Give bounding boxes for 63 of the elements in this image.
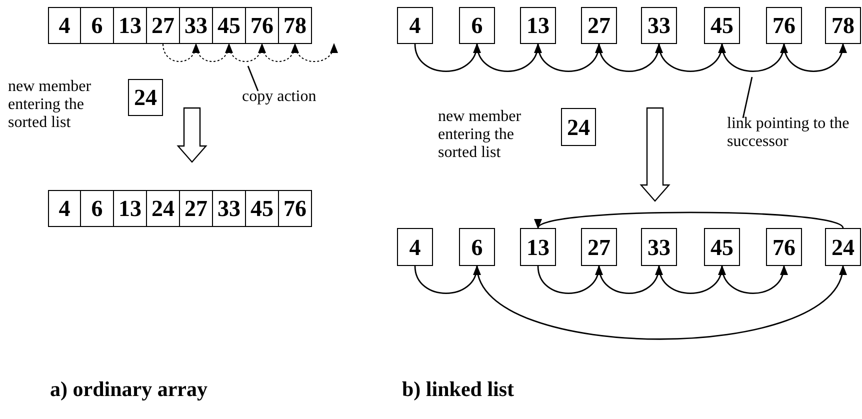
link-arrow: [783, 43, 846, 72]
note-text: new member entering the sorted list: [8, 78, 92, 132]
array-cell: 6: [80, 7, 114, 44]
array-cell: 6: [80, 190, 114, 227]
list-node-box: 76: [766, 7, 802, 44]
list-node-box: 13: [520, 7, 556, 44]
array-cell: 45: [212, 7, 246, 44]
array-cell: 24: [146, 190, 180, 227]
array-cell: 4: [48, 7, 81, 44]
list-node-box: 76: [766, 228, 802, 266]
array-cell: 27: [146, 7, 180, 44]
block-arrow: [176, 107, 208, 163]
link-arrow: [598, 43, 662, 72]
leader-line: [742, 76, 753, 118]
list-node-box: 4: [397, 228, 433, 266]
link-arrow: [414, 265, 480, 294]
list-node-box: 33: [641, 7, 677, 44]
link-arrow: [537, 43, 602, 72]
list-node-box: 45: [704, 7, 740, 44]
link-arrow: [598, 265, 662, 294]
array-cell: 27: [179, 190, 213, 227]
link-arrow: [658, 265, 725, 294]
array-cell: 13: [113, 190, 147, 227]
list-node-box: 27: [581, 7, 617, 44]
array-cell: 13: [113, 7, 147, 44]
panel-caption: b) linked list: [402, 377, 514, 402]
list-node-box: 6: [459, 7, 495, 44]
leader-line: [247, 66, 259, 92]
list-node-box: 4: [397, 7, 433, 44]
link-arrow: [537, 212, 844, 229]
panel-caption: a) ordinary array: [50, 377, 208, 402]
list-node-box: 13: [520, 228, 556, 266]
list-node-box: 33: [641, 228, 677, 266]
note-text: new member entering the sorted list: [438, 108, 522, 162]
list-node-box: 78: [825, 7, 861, 44]
list-node-box: 24: [561, 108, 596, 146]
list-node-box: 27: [581, 228, 617, 266]
array-cell: 78: [278, 7, 312, 44]
link-arrow: [721, 265, 787, 294]
array-cell: 45: [245, 190, 279, 227]
copy-arrow: [162, 43, 199, 62]
list-node-box: 24: [825, 228, 861, 266]
copy-arrow: [294, 43, 337, 62]
link-arrow: [414, 43, 480, 72]
array-cell: 4: [48, 190, 81, 227]
array-cell: 76: [278, 190, 312, 227]
link-arrow: [476, 265, 844, 340]
block-arrow: [640, 107, 670, 202]
list-node-box: 45: [704, 228, 740, 266]
link-arrow: [537, 265, 602, 294]
list-node-box: 6: [459, 228, 495, 266]
array-cell: 33: [212, 190, 246, 227]
link-arrow: [476, 43, 541, 72]
copy-arrow: [196, 43, 232, 62]
leader-label: copy action: [242, 88, 342, 106]
copy-arrow: [228, 43, 265, 62]
leader-label: link pointing to the successor: [727, 115, 857, 151]
array-cell: 76: [245, 7, 279, 44]
link-arrow: [658, 43, 725, 72]
array-cell: 24: [128, 79, 163, 116]
link-arrow: [721, 43, 787, 72]
copy-arrow: [262, 43, 298, 62]
array-cell: 33: [179, 7, 213, 44]
